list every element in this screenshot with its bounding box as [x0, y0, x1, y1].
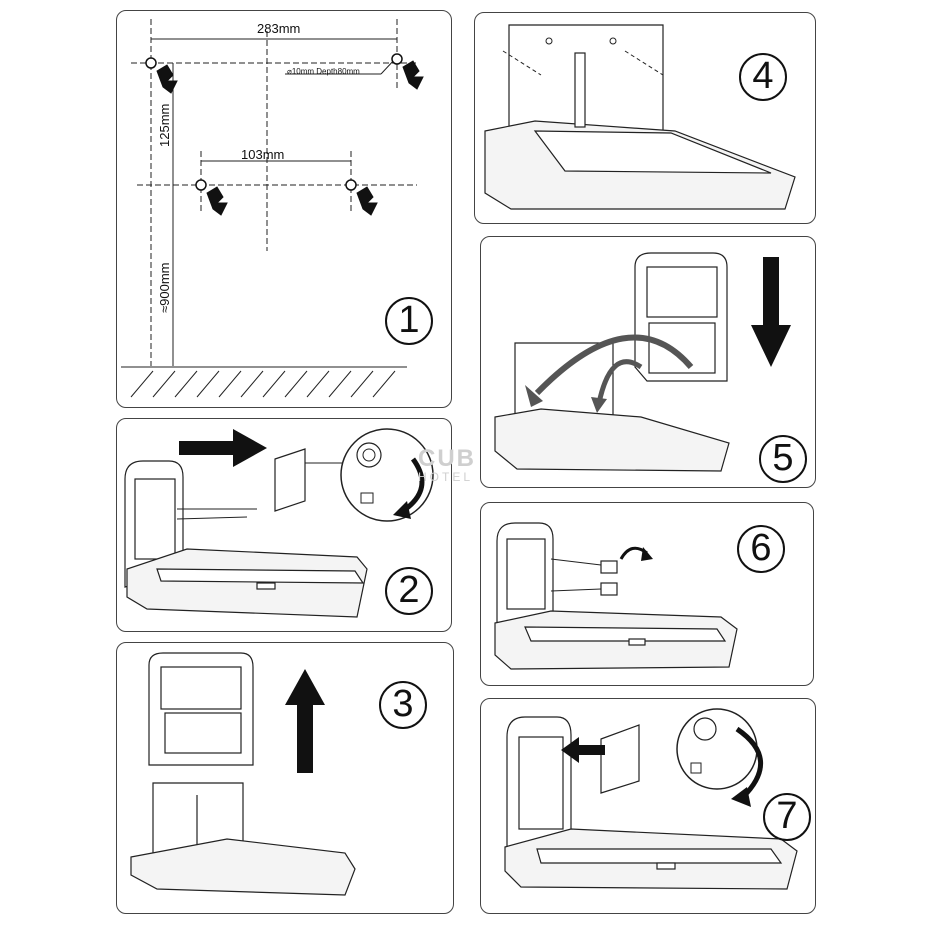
rotate-arrow-icon — [393, 501, 411, 519]
arrow-right-icon — [179, 429, 267, 467]
step-number: 2 — [385, 567, 433, 615]
rotate-arrow-icon — [731, 787, 751, 807]
curved-arrow-icon — [596, 359, 643, 404]
arrow-up-icon — [285, 669, 325, 773]
step-4-panel: 4 — [474, 12, 816, 224]
watermark-logo: CUB HOTEL — [418, 445, 476, 484]
anchor-icon — [391, 53, 424, 90]
drill-spec-label: ⌀10mm Depth80mm — [287, 67, 360, 76]
anchor-icon — [145, 57, 178, 94]
unlock-front-cover-diagram — [124, 428, 434, 618]
inner-width-dimension-label: 103mm — [241, 147, 285, 162]
step-number: 5 — [759, 435, 807, 483]
step-1-panel: 283mm ⌀10mm Depth80mm 125mm 103mm ≈900mm… — [116, 10, 452, 408]
install-back-plate-diagram — [484, 24, 796, 210]
width-dimension-label: 283mm — [257, 21, 301, 36]
step-7-panel: 7 — [480, 698, 816, 914]
step-5-panel: 5 — [480, 236, 816, 488]
step-3-panel: 3 — [116, 642, 454, 914]
remove-front-cover-diagram — [130, 652, 356, 896]
step-number: 6 — [737, 525, 785, 573]
lock-dial-magnified — [340, 428, 434, 522]
secure-screws-diagram — [494, 522, 738, 670]
step-number: 7 — [763, 793, 811, 841]
arrow-left-icon — [561, 737, 605, 763]
reattach-cover-diagram — [504, 708, 798, 890]
watermark-line1: CUB — [418, 445, 476, 472]
wall-drilling-diagram — [121, 19, 424, 398]
floor-height-dimension-label: ≈900mm — [157, 262, 172, 313]
attach-table-diagram — [494, 252, 791, 472]
step-2-panel: 2 — [116, 418, 452, 632]
lock-dial-magnified — [676, 708, 763, 807]
vertical-dimension-label: 125mm — [157, 103, 172, 147]
step-6-panel: 6 — [480, 502, 814, 686]
anchor-icon — [195, 179, 228, 216]
watermark-line2: HOTEL — [418, 470, 474, 484]
arrow-down-icon — [751, 257, 791, 367]
step-number: 3 — [379, 681, 427, 729]
step-number: 4 — [739, 53, 787, 101]
anchor-icon — [345, 179, 378, 216]
step-number: 1 — [385, 297, 433, 345]
curved-arrow-icon — [534, 334, 694, 396]
